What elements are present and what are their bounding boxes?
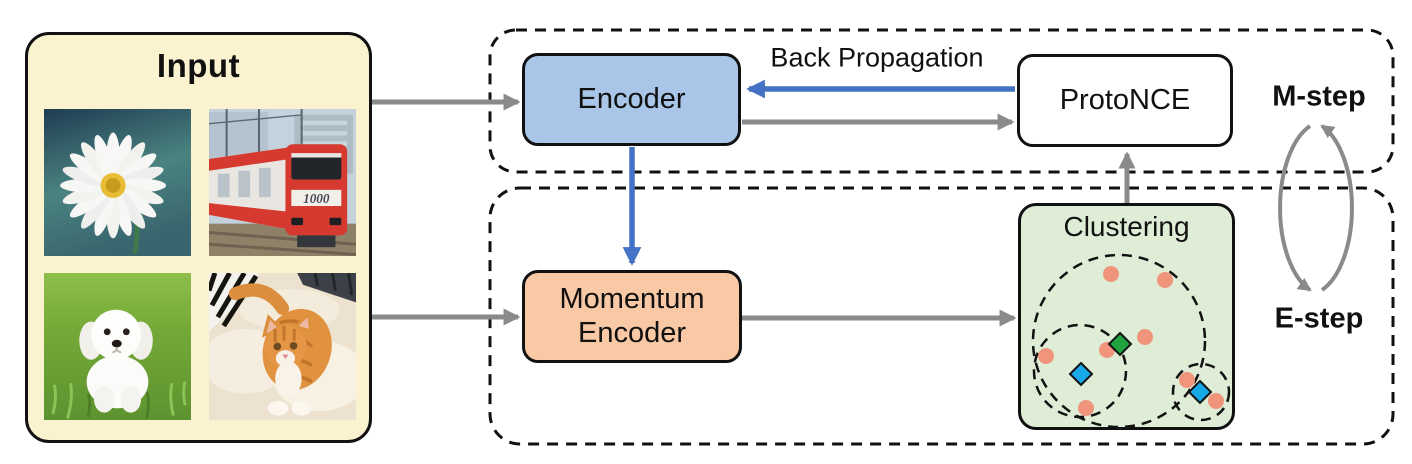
protonce-box: ProtoNCE (1017, 54, 1233, 147)
clustering-box: Clustering (1018, 203, 1235, 430)
blue-prototype-diamond (1187, 379, 1213, 405)
input-image-cat (209, 273, 356, 420)
momentum-encoder-box: Momentum Encoder (522, 270, 742, 363)
daisy-illustration (44, 109, 191, 256)
momentum-encoder-label: Momentum Encoder (559, 283, 705, 349)
input-image-grid: 1000 (44, 109, 357, 421)
back-propagation-label: Back Propagation (770, 42, 984, 73)
clustering-label: Clustering (1063, 211, 1190, 242)
em-cycle-arrow-up (1320, 124, 1354, 292)
embedding-point (1157, 272, 1173, 288)
encoder-box: Encoder (522, 53, 741, 146)
em-cycle-arrow-down (1278, 124, 1312, 292)
cluster-boundary-circle (1171, 362, 1231, 422)
cluster-boundary-circle (1031, 253, 1207, 429)
embedding-point (1078, 400, 1094, 416)
dog-illustration (44, 273, 191, 420)
encoder-label: Encoder (577, 82, 686, 115)
e-step-group-box (488, 186, 1395, 446)
svg-text:1000: 1000 (303, 191, 330, 206)
embedding-point (1208, 393, 1224, 409)
clustering-plot (1031, 253, 1231, 429)
input-panel: Input (25, 32, 372, 443)
e-step-label: E-step (1274, 302, 1364, 335)
input-image-train: 1000 (209, 109, 356, 256)
daisy-petals (60, 132, 167, 239)
cluster-boundary-circle (1032, 323, 1128, 419)
embedding-point (1137, 329, 1153, 345)
protonce-label: ProtoNCE (1059, 83, 1191, 116)
train-illustration: 1000 (209, 109, 356, 256)
green-prototype-diamond (1107, 331, 1133, 357)
input-image-dog (44, 273, 191, 420)
cat-illustration (209, 273, 356, 420)
embedding-point (1103, 266, 1119, 282)
blue-prototype-diamond (1068, 361, 1094, 387)
embedding-point (1179, 372, 1195, 388)
m-step-label: M-step (1272, 80, 1366, 113)
input-image-daisy (44, 109, 191, 256)
input-panel-title: Input (156, 47, 241, 84)
embedding-point (1038, 348, 1054, 364)
